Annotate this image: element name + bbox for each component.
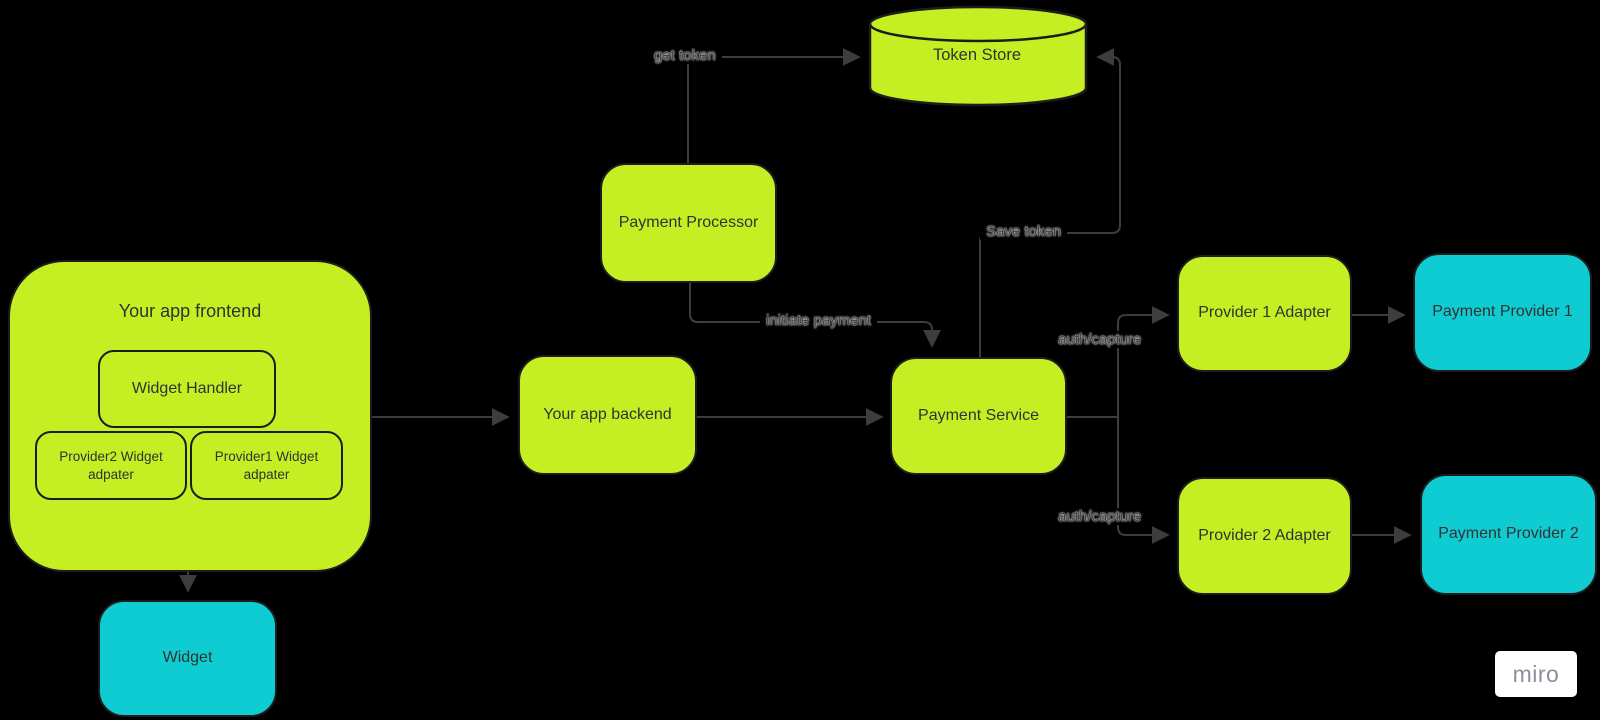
node-provider1-widget-adapter[interactable]: Provider1 Widget adpater <box>190 431 343 500</box>
backend-label: Your app backend <box>543 405 672 423</box>
edge-label-auth-capture-bottom[interactable]: auth/capture <box>1052 508 1148 525</box>
provider-1-adapter-label: Provider 1 Adapter <box>1198 304 1331 322</box>
widget-handler-label: Widget Handler <box>131 379 243 397</box>
edge-junction-to-provider2-adapter[interactable] <box>1117 417 1170 544</box>
node-token-store-label: Token Store <box>932 46 1022 64</box>
edge-label-auth-capture-top[interactable]: auth/capture <box>1052 331 1148 348</box>
node-widget[interactable]: Widget <box>98 600 277 717</box>
edge-label-save-token[interactable]: Save token <box>980 223 1068 240</box>
miro-watermark-label: miro <box>1512 660 1560 687</box>
node-provider-2-adapter[interactable]: Provider 2 Adapter <box>1177 477 1352 595</box>
node-payment-processor[interactable]: Payment Processor <box>600 163 777 283</box>
widget-label: Widget <box>162 649 213 667</box>
provider1-widget-label: Provider1 Widget adpater <box>214 448 319 482</box>
payment-provider-2-label: Payment Provider 2 <box>1438 525 1579 543</box>
node-payment-service[interactable]: Payment Service <box>890 357 1067 475</box>
node-token-store-shape[interactable] <box>868 5 1088 107</box>
frontend-title: Your app frontend <box>118 301 262 321</box>
payment-service-label: Payment Service <box>918 406 1039 424</box>
node-your-app-frontend[interactable]: Your app frontend <box>8 260 372 572</box>
edge-label-initiate-payment[interactable]: initiate payment <box>760 312 878 329</box>
miro-watermark[interactable]: miro <box>1495 651 1577 697</box>
node-provider-1-adapter[interactable]: Provider 1 Adapter <box>1177 255 1352 372</box>
provider-2-adapter-label: Provider 2 Adapter <box>1198 526 1331 544</box>
edge-label-get-token[interactable]: get token <box>648 47 722 64</box>
node-payment-provider-2[interactable]: Payment Provider 2 <box>1420 474 1597 595</box>
payment-provider-1-label: Payment Provider 1 <box>1432 303 1573 321</box>
edge-get-token[interactable] <box>687 48 861 163</box>
provider2-widget-label: Provider2 Widget adpater <box>59 448 163 482</box>
token-store-top-arc <box>868 23 1088 43</box>
processor-label: Payment Processor <box>618 213 759 231</box>
node-your-app-backend[interactable]: Your app backend <box>518 355 697 475</box>
node-widget-handler[interactable]: Widget Handler <box>98 350 276 428</box>
edge-junction-to-provider1-adapter[interactable] <box>1117 306 1170 417</box>
node-payment-provider-1[interactable]: Payment Provider 1 <box>1413 253 1592 372</box>
node-provider2-widget-adapter[interactable]: Provider2 Widget adpater <box>35 431 187 500</box>
